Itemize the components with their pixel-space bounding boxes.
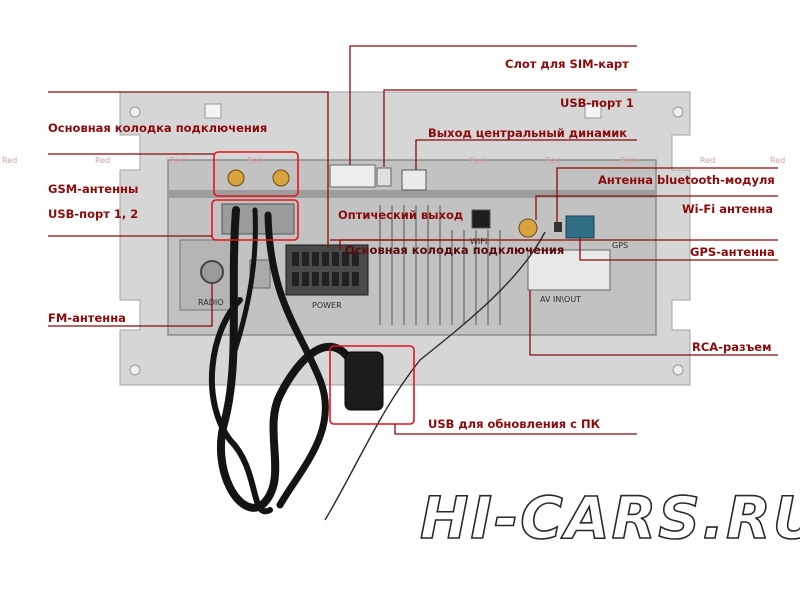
usb-update-plug: [344, 351, 384, 411]
watermark: Red: [700, 156, 716, 165]
watermark: Red: [170, 156, 186, 165]
callout-wifi: [535, 195, 778, 220]
highlight-usb-update: [329, 345, 415, 425]
fm-antenna-connector: [200, 260, 224, 284]
av-in-out-connector: [527, 249, 611, 291]
label-center-speaker: Выход центральный динамик: [428, 126, 628, 140]
bracket-screw: [129, 106, 141, 118]
highlight-gsm: [213, 151, 299, 197]
callout-gps: [579, 238, 778, 261]
thin-antenna-wire: [324, 231, 546, 521]
highlight-usb-ports: [211, 199, 299, 241]
brand-watermark: HI-CARS.RU: [419, 484, 800, 552]
callout-sim-slot: [349, 45, 637, 165]
label-usb-ports-1-2: USB-порт 1, 2: [48, 207, 139, 221]
watermark: Red: [470, 156, 486, 165]
callout-lines: [48, 45, 778, 435]
watermark: Red: [620, 156, 636, 165]
bracket-hole: [204, 103, 222, 119]
callout-usb-port-1: [383, 89, 637, 167]
usb-port-connector: [376, 167, 392, 187]
panel-label-av-in-out: AV IN\OUT: [540, 295, 581, 304]
watermark: Red: [770, 156, 786, 165]
watermark: Red: [2, 156, 18, 165]
sim-slot-connector: [329, 164, 376, 188]
watermark: Red: [247, 156, 263, 165]
gsm-antenna-connector: [272, 169, 290, 187]
panel-label-wifi: WIFI: [470, 237, 487, 246]
wifi-antenna-connector: [518, 218, 538, 238]
callout-center-speaker: [415, 139, 637, 170]
heatsink: [379, 205, 501, 325]
label-bluetooth-antenna: Антенна bluetooth-модуля: [598, 173, 775, 187]
optical-out-connector: [471, 209, 491, 229]
label-sim-slot: Слот для SIM-карт: [505, 57, 629, 71]
callout-fm: [48, 283, 213, 327]
panel-label-power: POWER: [312, 301, 342, 310]
label-usb-port-1: USB-порт 1: [560, 96, 634, 110]
label-wifi-antenna: Wi-Fi антенна: [682, 202, 774, 216]
label-main-connector: Основная колодка подключения: [48, 121, 268, 135]
watermark: Red: [95, 156, 111, 165]
label-gsm-antennas: GSM-антенны: [48, 182, 139, 196]
bracket-hole: [584, 103, 602, 119]
bracket-screw: [672, 364, 684, 376]
label-rca-connector: RCA-разъем: [692, 340, 772, 354]
label-optical-out: Оптический выход: [338, 208, 464, 222]
bluetooth-antenna-connector: [554, 222, 562, 232]
label-main-connector-2: Основная колодка подключения: [345, 243, 565, 257]
label-fm-antenna: FM-антенна: [48, 311, 126, 325]
label-gps-antenna: GPS-антенна: [690, 245, 775, 259]
cable-bundle: [208, 206, 354, 515]
panel-label-gps: GPS: [612, 241, 628, 250]
bracket-screw: [672, 106, 684, 118]
panel-rib: [168, 190, 656, 198]
callout-rca: [529, 290, 778, 356]
bracket-screw: [129, 364, 141, 376]
highlight-boxes: [211, 151, 415, 425]
main-connector-pins: [292, 252, 359, 286]
watermark: Red: [545, 156, 561, 165]
center-speaker-connector: [401, 169, 427, 191]
gsm-antenna-connector: [227, 169, 245, 187]
callout-bluetooth: [556, 167, 778, 222]
label-usb-pc-update: USB для обновления с ПК: [428, 417, 601, 431]
callout-usb-update: [394, 424, 637, 435]
callout-main-connector: [48, 91, 329, 248]
gps-antenna-connector: [565, 215, 595, 239]
panel-label-radio: RADIO: [198, 298, 224, 307]
